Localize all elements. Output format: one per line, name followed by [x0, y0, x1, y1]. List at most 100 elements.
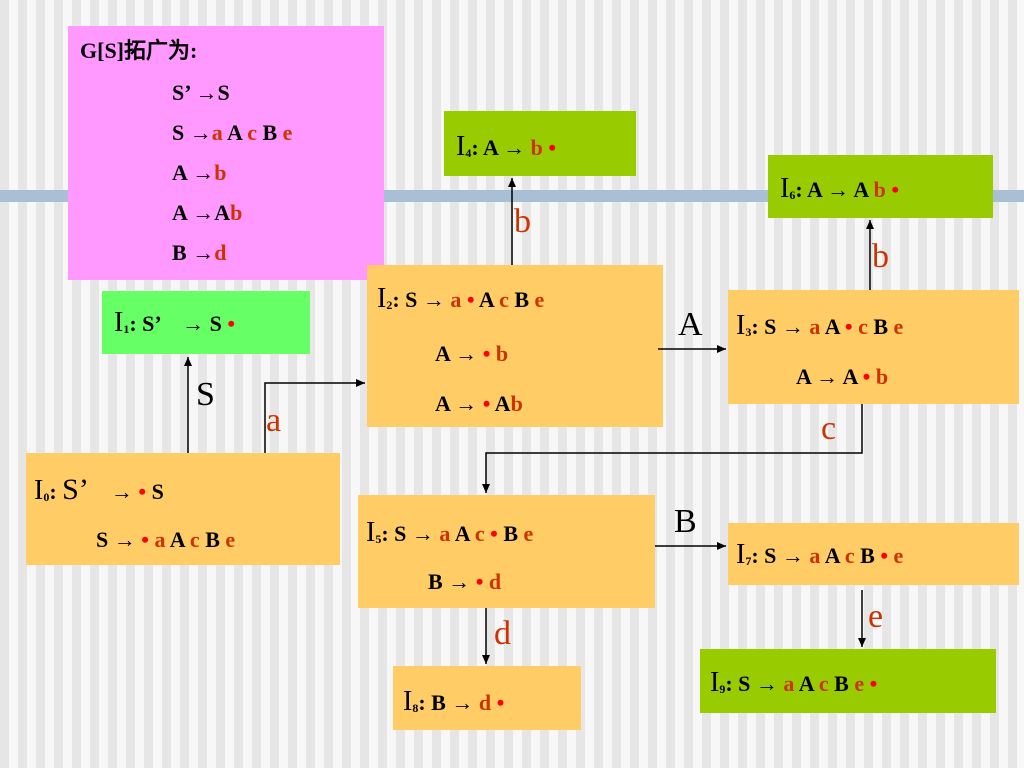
state-I3: I3: S → a A • c B e A → A • b: [728, 290, 1019, 404]
state-colon: :: [751, 543, 765, 568]
item-line: S → • a A c B e: [96, 529, 235, 551]
grammar-box: G[S]拓广为: S’ →S S →a A c B e A →b A →Ab B…: [68, 26, 384, 280]
terminal-symbol: b: [530, 135, 543, 160]
state-colon: :: [725, 671, 739, 696]
item-text: S’: [172, 80, 196, 105]
item-text: A → A: [796, 364, 863, 389]
state-name: I: [114, 307, 124, 338]
terminal-symbol: b: [490, 341, 509, 366]
state-colon: :: [751, 314, 765, 339]
edge-label-c: c: [821, 410, 837, 447]
item-line: I0: S’ → • S: [34, 475, 164, 505]
state-I0: I0: S’ → • S S → • a A c B e: [26, 453, 340, 565]
state-colon: :: [129, 311, 143, 336]
state-name: I: [377, 283, 387, 314]
edge-label-A: A: [678, 306, 703, 343]
terminal-symbol: b: [870, 364, 889, 389]
item-text: A: [172, 160, 193, 185]
grammar-rule: A →b: [172, 162, 226, 184]
item-text: S →: [738, 671, 784, 696]
state-index: 0: [43, 490, 50, 504]
terminal-symbol: c: [818, 671, 829, 696]
state-index: 3: [745, 325, 752, 339]
state-colon: :: [381, 521, 395, 546]
state-I4: I4: A → b •: [444, 111, 636, 176]
item-text: S →: [394, 521, 440, 546]
item-text: B: [854, 543, 881, 568]
item-text: S →: [764, 543, 810, 568]
item-text: S’ → S: [142, 311, 228, 336]
item-text: →: [195, 80, 218, 105]
terminal-symbol: c: [247, 120, 257, 145]
item-text: B: [828, 671, 855, 696]
edge-label-e: e: [868, 598, 884, 635]
edge-label-B: B: [674, 503, 697, 540]
item-text: A: [172, 200, 193, 225]
item-line: I2: S → a • A c B e: [377, 285, 544, 313]
state-I9: I9: S → a A c B e •: [700, 649, 996, 713]
item-line: I1: S’ → S •: [114, 309, 235, 337]
grammar-rule: S →a A c B e: [172, 122, 292, 144]
terminal-symbol: d: [478, 690, 492, 715]
item-text: S →: [96, 527, 142, 552]
item-text: A: [222, 120, 248, 145]
item-line: I8: B → d •: [403, 688, 504, 716]
item-text: S →: [405, 287, 451, 312]
terminal-symbol: c: [852, 314, 868, 339]
item-dot: •: [141, 527, 149, 552]
grammar-rule: B →d: [172, 242, 226, 264]
terminal-symbol: a: [809, 543, 821, 568]
item-text: S: [172, 120, 190, 145]
terminal-symbol: e: [225, 527, 236, 552]
terminal-symbol: c: [844, 543, 855, 568]
item-line: I5: S → a A c • B e: [366, 519, 533, 547]
item-text: B: [172, 240, 193, 265]
state-I8: I8: B → d •: [393, 666, 581, 730]
state-I5: I5: S → a A c • B e B → • d: [358, 495, 655, 608]
state-name: I: [403, 686, 413, 717]
item-text: A →: [435, 391, 483, 416]
item-text: B: [508, 287, 535, 312]
item-text: A: [478, 287, 500, 312]
item-text: A: [214, 200, 231, 225]
item-dot: •: [461, 287, 479, 312]
terminal-symbol: a: [450, 287, 462, 312]
terminal-symbol: c: [189, 527, 200, 552]
state-I2: I2: S → a • A c B e A → • b A → • Ab: [367, 265, 663, 427]
terminal-symbol: a: [148, 527, 166, 552]
state-index: 2: [386, 298, 393, 312]
terminal-symbol: e: [893, 314, 904, 339]
item-text: A: [794, 671, 819, 696]
terminal-symbol: a: [439, 521, 451, 546]
item-text: A → A: [806, 177, 874, 202]
state-name: I: [736, 539, 746, 570]
item-dot: •: [880, 543, 889, 568]
item-text: S’: [62, 473, 89, 506]
item-line: I6: A → A b •: [780, 175, 899, 203]
terminal-symbol: b: [230, 200, 243, 225]
state-colon: :: [471, 135, 483, 160]
state-name: I: [710, 667, 720, 698]
item-text: →: [192, 160, 215, 185]
terminal-symbol: e: [534, 287, 545, 312]
state-index: 1: [123, 322, 130, 336]
state-I7: I7: S → a A c B • e: [728, 523, 1019, 585]
item-dot: •: [862, 364, 871, 389]
state-colon: :: [49, 479, 63, 504]
terminal-symbol: a: [809, 314, 821, 339]
item-text: A: [450, 521, 475, 546]
terminal-symbol: b: [873, 177, 886, 202]
item-line: I4: A → b •: [456, 133, 556, 161]
state-index: 4: [465, 146, 472, 160]
item-text: B: [199, 527, 226, 552]
grammar-rule: A →Ab: [172, 202, 242, 224]
state-name: I: [34, 475, 44, 506]
item-dot: •: [542, 135, 557, 160]
item-line: I9: S → a A c B e •: [710, 669, 877, 697]
item-text: B: [503, 521, 524, 546]
terminal-symbol: e: [523, 521, 534, 546]
item-text: A: [820, 543, 845, 568]
item-dot: •: [482, 391, 491, 416]
terminal-symbol: a: [783, 671, 795, 696]
